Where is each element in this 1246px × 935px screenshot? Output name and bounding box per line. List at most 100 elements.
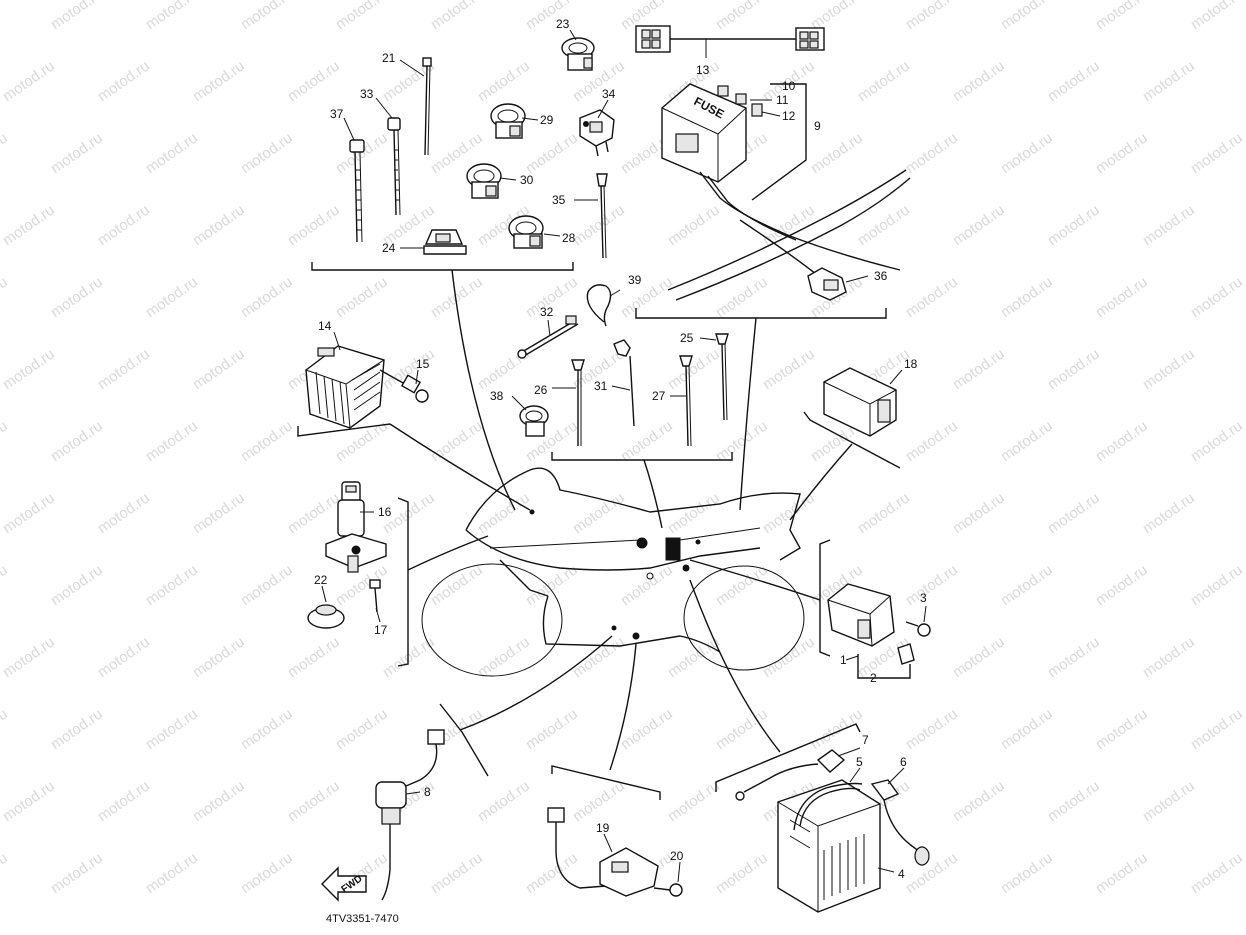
callout-2: 2 (870, 671, 877, 685)
callout-7: 7 (862, 733, 869, 747)
watermark-text: motod.ru (190, 201, 248, 249)
watermark-text: motod.ru (0, 0, 11, 33)
watermark-text: motod.ru (808, 129, 866, 177)
watermark-text: motod.ru (855, 489, 913, 537)
watermark-text: motod.ru (903, 273, 961, 321)
callout-32: 32 (540, 305, 554, 319)
watermark-text: motod.ru (1188, 849, 1246, 897)
watermark-text: motod.ru (143, 0, 201, 33)
callout-4: 4 (898, 867, 905, 881)
callout-19: 19 (596, 821, 610, 835)
watermark-text: motod.ru (618, 273, 676, 321)
part-29-clamp (490, 103, 526, 139)
part-35-cable-tie (596, 173, 608, 259)
callout-27: 27 (652, 389, 666, 403)
group-bracket-battery (689, 579, 861, 792)
watermark-text: motod.ru (95, 489, 153, 537)
watermark-text: motod.ru (333, 0, 391, 33)
part-6-lead (870, 779, 930, 866)
watermark-text: motod.ru (1140, 201, 1198, 249)
watermark-text: motod.ru (48, 129, 106, 177)
callout-17: 17 (374, 623, 388, 637)
watermark-text: motod.ru (238, 0, 296, 33)
watermark-text: motod.ru (903, 417, 961, 465)
watermark-text: motod.ru (903, 849, 961, 897)
watermark-text: motod.ru (238, 273, 296, 321)
part-14-rectifier-regulator (305, 345, 385, 429)
part-2-cover (897, 643, 915, 665)
watermark-text: motod.ru (523, 129, 581, 177)
watermark-text: motod.ru (475, 777, 533, 825)
callout-3: 3 (920, 591, 927, 605)
watermark-text: motod.ru (238, 705, 296, 753)
watermark-text: motod.ru (1140, 777, 1198, 825)
watermark-text: motod.ru (48, 0, 106, 33)
watermark-text: motod.ru (523, 705, 581, 753)
watermark-text: motod.ru (1093, 129, 1151, 177)
group-bracket-right-18 (789, 411, 901, 521)
watermark-text: motod.ru (713, 273, 771, 321)
callout-36: 36 (874, 269, 888, 283)
callout-5: 5 (856, 755, 863, 769)
watermark-text: motod.ru (1045, 201, 1103, 249)
callout-14: 14 (318, 319, 332, 333)
watermark-text: motod.ru (333, 273, 391, 321)
part-5-band (793, 782, 863, 831)
part-37-cable-tie (349, 139, 365, 243)
part-18-relay (823, 367, 897, 437)
watermark-text: motod.ru (998, 705, 1056, 753)
watermark-text: motod.ru (48, 849, 106, 897)
group-bracket-19 (551, 643, 661, 800)
watermark-text: motod.ru (143, 705, 201, 753)
watermark-text: motod.ru (143, 417, 201, 465)
watermark-text: motod.ru (428, 273, 486, 321)
watermark-text: motod.ru (998, 849, 1056, 897)
watermark-text: motod.ru (1093, 561, 1151, 609)
watermark-text: motod.ru (475, 489, 533, 537)
part-22-cap (307, 604, 345, 629)
diagram-code: 4TV3351-7470 (326, 913, 399, 925)
watermark-text: motod.ru (143, 849, 201, 897)
watermark-text: motod.ru (428, 417, 486, 465)
watermark-text: motod.ru (0, 273, 11, 321)
watermark-text: motod.ru (713, 417, 771, 465)
watermark-text: motod.ru (0, 129, 11, 177)
watermark-text: motod.ru (665, 489, 723, 537)
callout-21: 21 (382, 51, 396, 65)
watermark-text: motod.ru (998, 0, 1056, 33)
part-23-clamp (561, 37, 595, 71)
watermark-text: motod.ru (1093, 849, 1151, 897)
watermark-text: motod.ru (1188, 561, 1246, 609)
watermark-text: motod.ru (333, 705, 391, 753)
callout-29: 29 (540, 113, 554, 127)
watermark-text: motod.ru (950, 777, 1008, 825)
watermark-text: motod.ru (570, 201, 628, 249)
callout-23: 23 (556, 17, 570, 31)
part-13-lead-wire (635, 25, 825, 58)
part-31-cable-tie (613, 339, 635, 427)
watermark-text: motod.ru (238, 129, 296, 177)
watermark-text: motod.ru (713, 705, 771, 753)
watermark-text: motod.ru (1093, 0, 1151, 33)
watermark-text: motod.ru (1045, 489, 1103, 537)
watermark-text: motod.ru (285, 777, 343, 825)
callout-31: 31 (594, 379, 608, 393)
watermark-text: motod.ru (238, 561, 296, 609)
watermark-text: motod.ru (190, 777, 248, 825)
watermark-text: motod.ru (0, 777, 58, 825)
watermark-text: motod.ru (1045, 633, 1103, 681)
callout-15: 15 (416, 357, 430, 371)
part-19-sidestand-switch (547, 807, 659, 897)
part-30-clamp (466, 163, 502, 199)
watermark-text: motod.ru (855, 201, 913, 249)
watermark-text: motod.ru (428, 0, 486, 33)
callout-35: 35 (552, 193, 566, 207)
watermark-text: motod.ru (48, 417, 106, 465)
part-25-cable-tie (715, 333, 729, 421)
watermark-text: motod.ru (48, 705, 106, 753)
callout-22: 22 (314, 573, 328, 587)
motorcycle-outline (421, 467, 805, 677)
watermark-text: motod.ru (0, 561, 11, 609)
watermark-text: motod.ru (0, 705, 11, 753)
watermark-text: motod.ru (1188, 417, 1246, 465)
